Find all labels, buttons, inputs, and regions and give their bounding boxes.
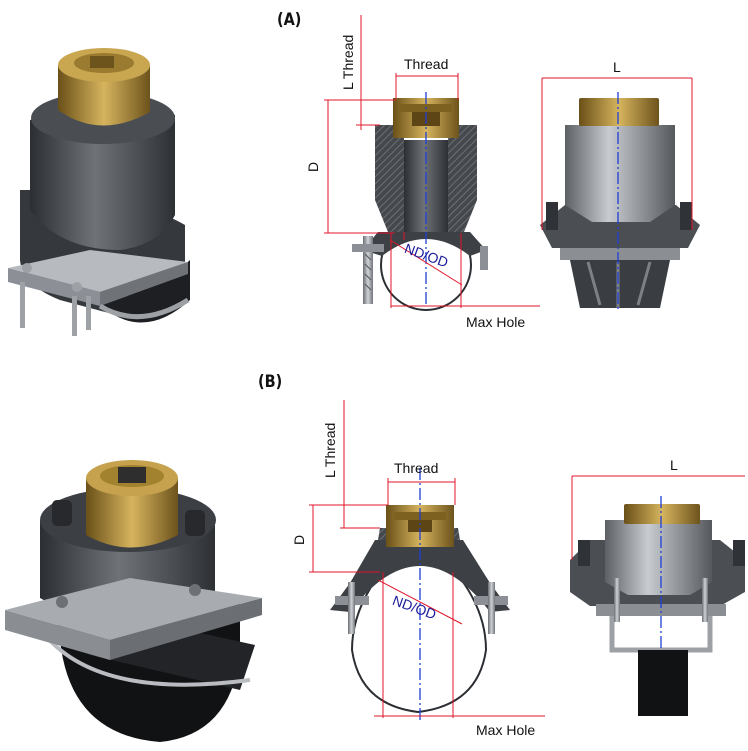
product-render-a (8, 48, 190, 336)
dim-max-hole-b: Max Hole (476, 722, 536, 738)
front-view-b (570, 475, 745, 716)
section-label-b: (B) (258, 372, 283, 392)
product-render-b (5, 460, 262, 742)
dim-max-hole-a: Max Hole (466, 314, 526, 330)
dim-depth-b: D (291, 534, 307, 545)
section-view-b (309, 400, 545, 720)
dim-l-thread-b: L Thread (322, 422, 338, 478)
dim-l-thread-a: L Thread (340, 34, 356, 90)
section-label-a: (A) (277, 10, 302, 30)
dim-length-a: L (613, 59, 621, 75)
dim-length-b: L (670, 457, 678, 473)
section-view-a (324, 15, 540, 311)
front-view-a (540, 77, 700, 310)
dim-thread-b: Thread (394, 460, 439, 476)
dim-depth-a: D (305, 161, 321, 172)
dim-thread-a: Thread (404, 56, 449, 72)
